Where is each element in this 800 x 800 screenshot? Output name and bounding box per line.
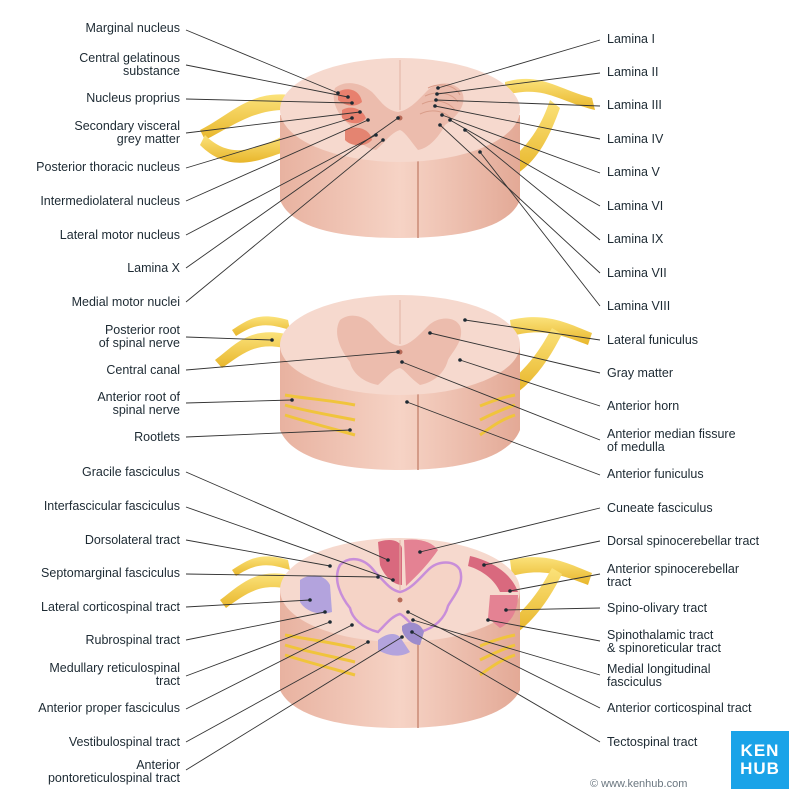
nerve-root-left-2 [232, 316, 290, 336]
label-septomarginal-fasciculus: Septomarginal fasciculus [41, 566, 180, 580]
logo-line-2: HUB [740, 759, 780, 778]
label-rootlets: Rootlets [134, 430, 180, 444]
copyright-text: © www.kenhub.com [590, 778, 688, 790]
leader-lines [185, 29, 601, 771]
gracile-fasciculus-area [378, 540, 402, 585]
label-line: Central gelatinous [79, 51, 180, 65]
nerve-root-left-2 [200, 135, 290, 163]
label-line: spinal nerve [112, 403, 180, 417]
label-lamina-ii: Lamina II [607, 65, 659, 79]
label-medial-motor-nuclei: Medial motor nuclei [71, 295, 180, 309]
label-line: tract [155, 674, 180, 688]
nerve-root-right-2 [512, 328, 562, 392]
cuneate-fasciculus-area [404, 539, 438, 586]
label-lamina-iv: Lamina IV [607, 132, 664, 146]
label-marginal-nucleus: Marginal nucleus [85, 21, 181, 35]
label-gracile-fasciculus: Gracile fasciculus [82, 465, 180, 479]
label-vestibulospinal-tract: Vestibulospinal tract [68, 735, 180, 749]
label-lamina-x: Lamina X [127, 261, 180, 275]
label-lamina-vii: Lamina VII [607, 266, 667, 280]
nerve-root-left-2 [232, 556, 290, 576]
cord-segment-middle [215, 295, 592, 470]
label-interfascicular-fasciculus: Interfascicular fasciculus [43, 499, 180, 513]
label-posterior-thoracic-nucleus: Posterior thoracic nucleus [36, 160, 180, 174]
nerve-root-left [220, 573, 292, 608]
label-line: Anterior [136, 758, 180, 772]
spinothalamic-area [488, 595, 518, 628]
label-anterior-corticospinal-tract: Anterior corticospinal tract [607, 701, 752, 715]
label-rubrospinal-tract: Rubrospinal tract [85, 633, 181, 647]
label-line: Anterior root of [97, 390, 180, 404]
label-anterior-horn: Anterior horn [607, 399, 680, 413]
label-line: substance [123, 64, 180, 78]
logo-line-1: KEN [740, 741, 780, 760]
label-line: Anterior spinocerebellar [607, 562, 740, 576]
label-lateral-funiculus: Lateral funiculus [607, 333, 699, 347]
label-lateral-motor-nucleus: Lateral motor nucleus [59, 228, 180, 242]
label-lateral-corticospinal-tract: Lateral corticospinal tract [41, 600, 180, 614]
label-line: pontoreticulospinal tract [47, 771, 180, 785]
dorsal-spinocerebellar-area [468, 556, 518, 592]
label-intermediolateral-nucleus: Intermediolateral nucleus [40, 194, 180, 208]
label-line: & spinoreticular tract [607, 641, 721, 655]
label-spino-olivary-tract: Spino-olivary tract [607, 601, 708, 615]
label-lamina-vi: Lamina VI [607, 199, 664, 213]
nerve-root-right-2 [510, 100, 560, 175]
cord-segment-top [200, 58, 595, 238]
label-lamina-viii: Lamina VIII [607, 299, 671, 313]
label-nucleus-proprius: Nucleus proprius [86, 91, 180, 105]
label-lamina-i: Lamina I [607, 32, 655, 46]
leader-dots [270, 86, 512, 644]
label-central-canal: Central canal [106, 363, 180, 377]
label-line: Spinothalamic tract [607, 628, 714, 642]
gray-matter [335, 557, 463, 634]
lateral-corticospinal-area [300, 575, 332, 614]
label-anterior-proper-fasciculus: Anterior proper fasciculus [38, 701, 180, 715]
label-line: Anterior median fissure [607, 427, 736, 441]
label-line: tract [607, 575, 632, 589]
nerve-root-right [505, 78, 595, 110]
label-line: of medulla [607, 440, 665, 454]
label-line: Posterior root [104, 323, 180, 337]
label-lamina-ix: Lamina IX [607, 232, 664, 246]
label-lamina-iii: Lamina III [607, 98, 662, 112]
tectospinal-area [402, 622, 424, 645]
label-line: of spinal nerve [98, 336, 180, 350]
label-spinothalamic-tract: Spinothalamic tract& spinoreticular trac… [607, 629, 721, 655]
label-anterior-funiculus: Anterior funiculus [607, 467, 704, 481]
kenhub-logo[interactable]: KEN HUB [731, 731, 789, 789]
label-line: Medullary reticulospinal [49, 661, 180, 675]
anterior-tracts-area [378, 634, 410, 656]
label-tectospinal-tract: Tectospinal tract [607, 735, 698, 749]
label-dorsolateral-tract: Dorsolateral tract [84, 533, 180, 547]
label-gray-matter: Gray matter [607, 366, 673, 380]
label-cuneate-fasciculus: Cuneate fasciculus [607, 501, 713, 515]
label-lamina-v: Lamina V [607, 165, 660, 179]
cord-segment-bottom [220, 538, 592, 728]
label-line: Medial longitudinal [607, 662, 711, 676]
nuclei-left [338, 89, 362, 106]
label-line: Secondary visceral [74, 119, 180, 133]
nerve-root-right-2 [512, 568, 562, 632]
label-dorsal-spinocerebellar-tract: Dorsal spinocerebellar tract [607, 534, 760, 548]
label-line: fasciculus [607, 675, 662, 689]
label-line: grey matter [116, 132, 180, 146]
